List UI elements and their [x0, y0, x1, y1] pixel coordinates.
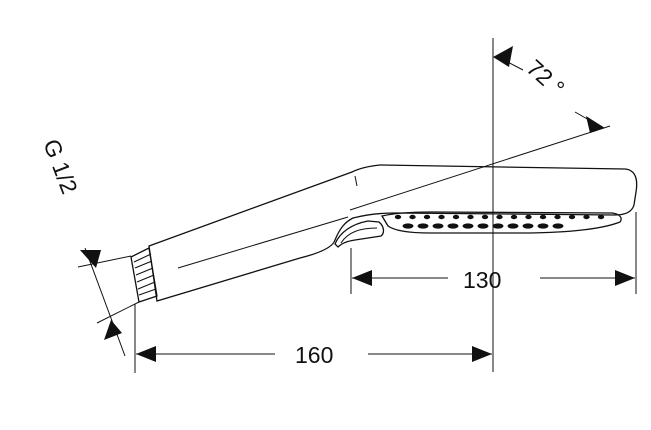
handle-inner-line	[177, 216, 349, 269]
thread-dim-extension-bottom	[96, 301, 140, 324]
spray-nozzle	[510, 214, 518, 220]
mode-selector	[334, 220, 385, 248]
spray-nozzle	[539, 214, 547, 220]
spray-nozzle	[492, 223, 504, 229]
thread-dim-extension-top	[77, 255, 132, 268]
head-length-label: 130	[463, 267, 501, 293]
spray-nozzle	[552, 223, 564, 229]
thread-dim-arrow-bottom	[104, 320, 122, 340]
angle-label: 72 °	[522, 54, 570, 101]
spray-nozzle	[568, 214, 576, 220]
mode-selector-inner	[340, 227, 378, 244]
spray-nozzle	[597, 214, 605, 220]
spray-nozzle	[438, 214, 445, 220]
angle-reference-line	[349, 125, 611, 211]
spray-nozzle	[554, 214, 561, 220]
thread-dim-line	[84, 247, 126, 357]
spray-nozzle	[481, 214, 489, 220]
spray-nozzle	[432, 223, 444, 229]
handle-seam-mark	[354, 175, 358, 187]
spray-nozzle	[525, 214, 532, 220]
thread-line-5	[137, 281, 156, 290]
thread-line-4	[136, 274, 155, 283]
spray-nozzle	[423, 214, 431, 220]
spray-nozzle	[496, 214, 503, 220]
spray-nozzle	[447, 223, 459, 229]
length-dim-arrow-left	[136, 346, 156, 362]
thread-line-2	[134, 260, 153, 269]
spray-nozzle	[507, 223, 519, 229]
head-dim-arrow-right	[615, 270, 635, 286]
spray-nozzle	[583, 214, 590, 220]
thread-line-6	[138, 288, 157, 296]
angle-arrow-bottom	[586, 116, 605, 133]
spray-nozzle	[522, 223, 534, 229]
length-overall-label: 160	[295, 342, 333, 368]
spray-nozzle	[477, 223, 489, 229]
spray-nozzles	[394, 214, 605, 229]
length-dim-arrow-right	[472, 346, 492, 362]
spray-nozzle	[394, 214, 402, 220]
thread-label: G 1/2	[38, 135, 82, 197]
spray-nozzle	[452, 214, 460, 220]
head-dim-arrow-left	[352, 270, 372, 286]
angle-arrow-top	[493, 46, 513, 67]
handle-body	[148, 164, 638, 302]
spray-nozzle	[402, 223, 414, 229]
spray-nozzle	[537, 223, 549, 229]
spray-nozzle	[417, 223, 429, 229]
spray-face	[380, 211, 622, 234]
thread-connector	[130, 247, 158, 303]
thread-dim-arrow-top	[80, 250, 101, 268]
spray-nozzle	[467, 214, 474, 220]
thread-line-1	[133, 253, 152, 263]
angle-arrow-bottom-leader	[574, 111, 597, 125]
spray-nozzle	[462, 223, 474, 229]
angle-arrow-top-leader	[499, 57, 524, 71]
spray-nozzle	[409, 214, 416, 220]
thread-line-3	[135, 267, 154, 276]
